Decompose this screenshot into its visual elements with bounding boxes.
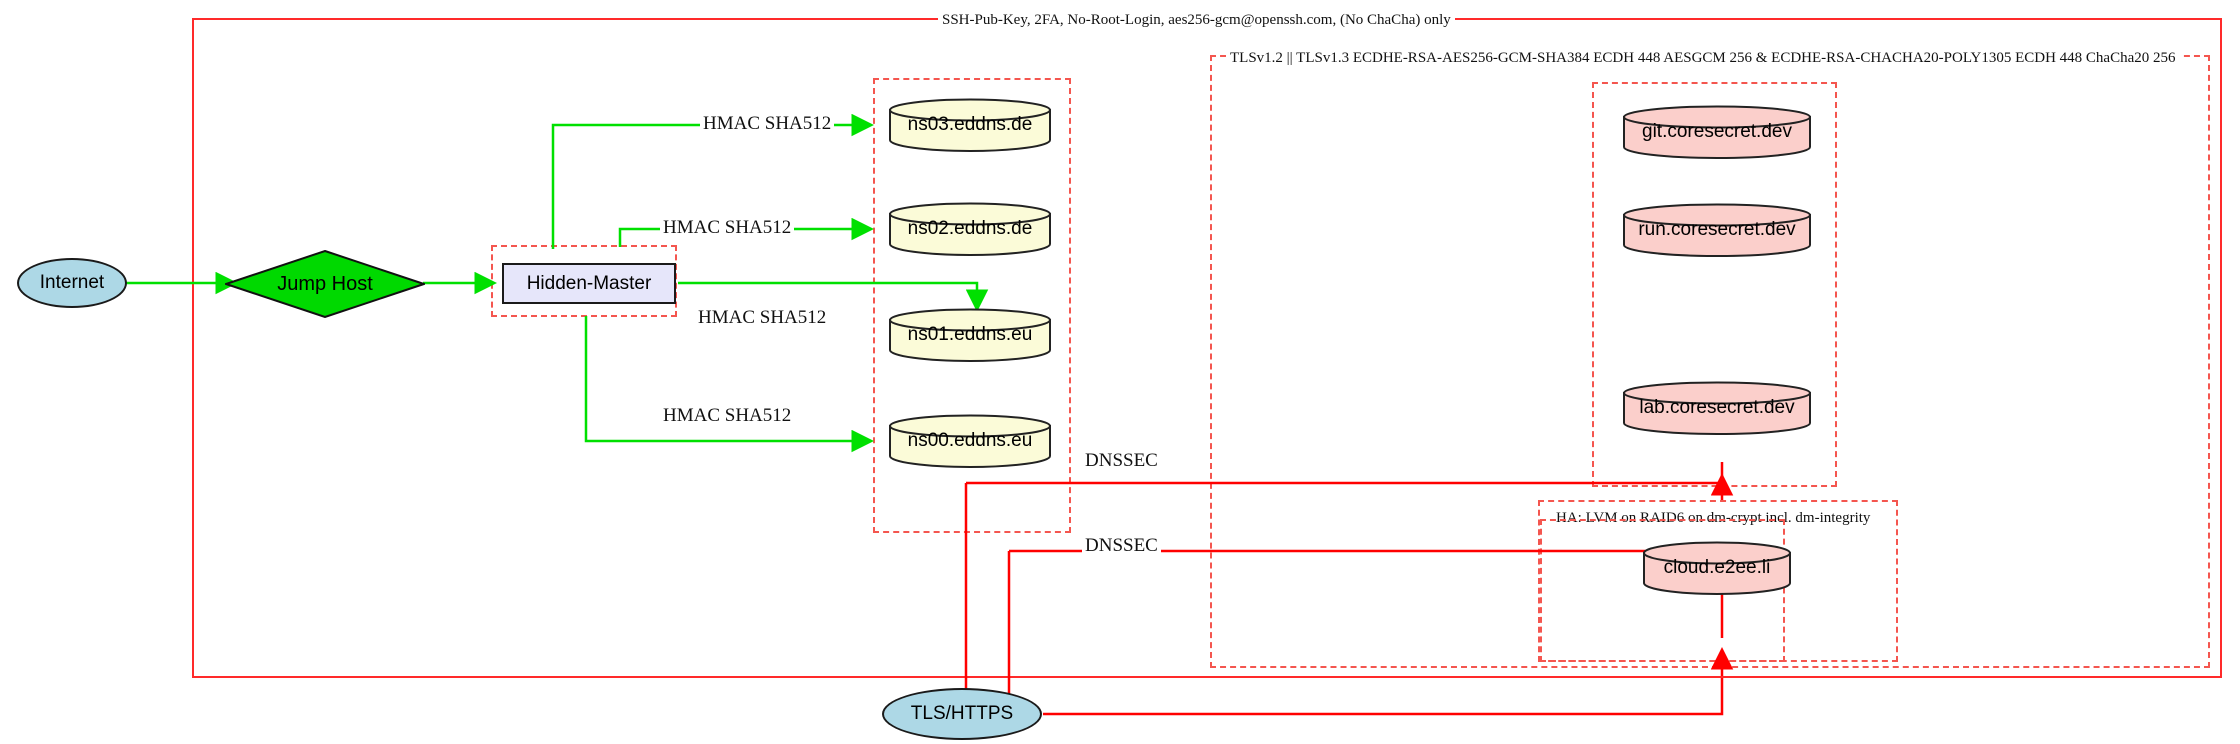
node-cloud-e2ee[interactable]: cloud.e2ee.li xyxy=(1642,541,1792,595)
node-tls-https[interactable]: TLS/HTTPS xyxy=(882,688,1042,740)
cluster-ha-zone-label: HA: LVM on RAID6 on dm-crypt incl. dm-in… xyxy=(1552,510,1875,527)
node-ns00[interactable]: ns00.eddns.eu xyxy=(888,414,1052,468)
cylinder-shape xyxy=(1643,541,1791,595)
cylinder-shape xyxy=(889,414,1051,468)
edge-label-dnssec-lower: DNSSEC xyxy=(1082,535,1161,557)
cluster-ssh-zone-label: SSH-Pub-Key, 2FA, No-Root-Login, aes256-… xyxy=(938,12,1455,29)
cylinder-shape xyxy=(889,308,1051,362)
edge-label-hmac-ns03: HMAC SHA512 xyxy=(700,113,835,135)
edge-label-hmac-ns02: HMAC SHA512 xyxy=(660,217,795,239)
node-jump-host-label: Jump Host xyxy=(277,272,373,295)
node-ns02-label: ns02.eddns.de xyxy=(907,218,1033,239)
node-ns03-label: ns03.eddns.de xyxy=(907,114,1033,135)
node-git-coresecret-label: git.coresecret.dev xyxy=(1642,121,1792,142)
cylinder-shape xyxy=(889,202,1051,256)
node-ns01-label: ns01.eddns.eu xyxy=(907,324,1033,345)
edge-label-hmac-ns00: HMAC SHA512 xyxy=(660,405,795,427)
node-hidden-master[interactable]: Hidden-Master xyxy=(502,263,676,304)
cylinder-shape xyxy=(1623,381,1811,435)
node-git-coresecret[interactable]: git.coresecret.dev xyxy=(1622,105,1812,159)
node-ns00-label: ns00.eddns.eu xyxy=(907,430,1033,451)
node-ns03[interactable]: ns03.eddns.de xyxy=(888,98,1052,152)
node-internet-label: Internet xyxy=(39,272,105,293)
node-lab-coresecret[interactable]: lab.coresecret.dev xyxy=(1622,381,1812,435)
edge-label-dnssec-upper: DNSSEC xyxy=(1082,450,1161,472)
node-run-coresecret-label: run.coresecret.dev xyxy=(1638,219,1796,240)
edge-label-hmac-ns01: HMAC SHA512 xyxy=(695,307,830,329)
cylinder-shape xyxy=(889,98,1051,152)
node-run-coresecret[interactable]: run.coresecret.dev xyxy=(1622,203,1812,257)
cluster-tls-zone-label: TLSv1.2 || TLSv1.3 ECDHE-RSA-AES256-GCM-… xyxy=(1226,50,2180,67)
cylinder-shape xyxy=(1623,203,1811,257)
node-lab-coresecret-label: lab.coresecret.dev xyxy=(1639,397,1795,418)
node-tls-https-label: TLS/HTTPS xyxy=(910,703,1014,724)
node-internet[interactable]: Internet xyxy=(17,258,127,308)
diamond-shape xyxy=(225,250,425,318)
node-hidden-master-label: Hidden-Master xyxy=(526,272,652,294)
node-jump-host[interactable]: Jump Host xyxy=(225,250,425,318)
cylinder-shape xyxy=(1623,105,1811,159)
node-ns02[interactable]: ns02.eddns.de xyxy=(888,202,1052,256)
node-cloud-e2ee-label: cloud.e2ee.li xyxy=(1663,557,1771,578)
node-ns01[interactable]: ns01.eddns.eu xyxy=(888,308,1052,362)
